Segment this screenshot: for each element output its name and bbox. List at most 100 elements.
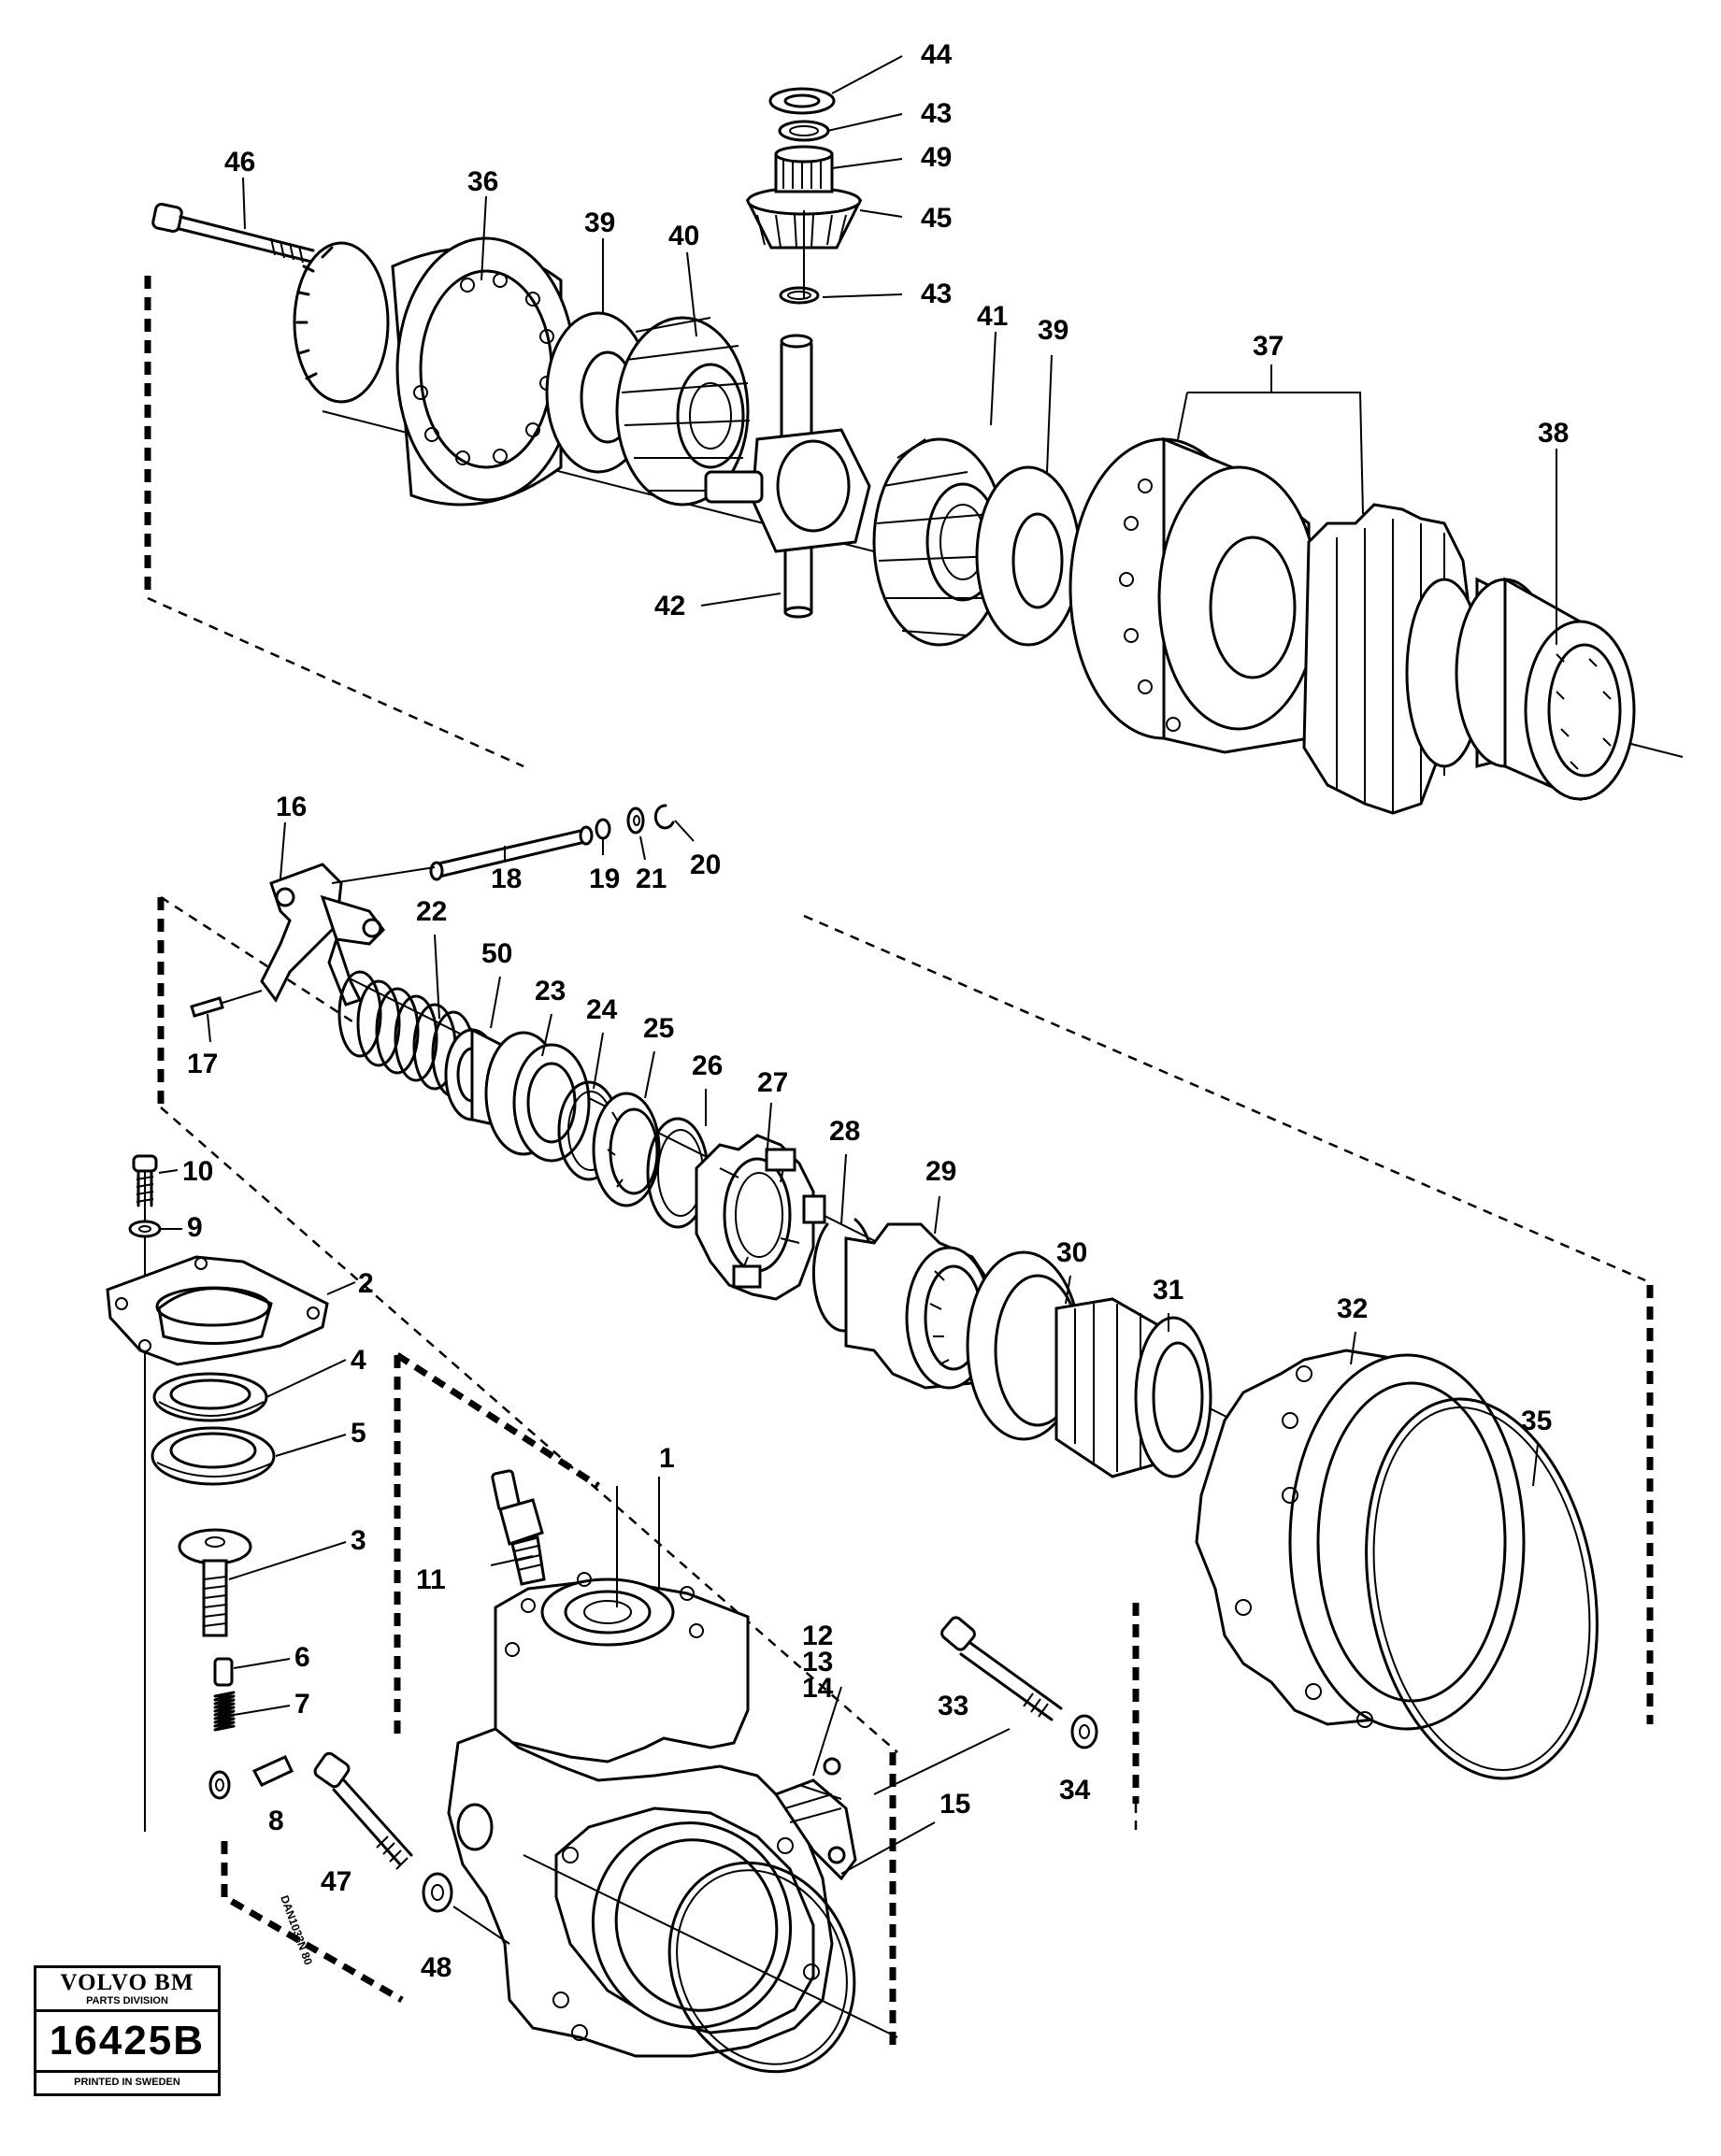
- diff-lock-assembly: [190, 804, 1599, 1780]
- housing-axis-line: [523, 1854, 898, 2038]
- badge-footer: PRINTED IN SWEDEN: [36, 2070, 218, 2092]
- part-27-dog-clutch: [695, 1134, 826, 1301]
- bolt-guide-line: [452, 1906, 510, 1945]
- middle-group-border-right-top: [803, 914, 1646, 1282]
- callout-43-lower: 43: [921, 278, 952, 309]
- callout-23: 23: [535, 976, 566, 1007]
- part-17-pin: [190, 996, 224, 1018]
- part-37-housing-with-gear: [1068, 436, 1516, 815]
- callout-21: 21: [636, 864, 667, 894]
- part-46-bolt: [151, 202, 315, 264]
- callout-31: 31: [1153, 1275, 1183, 1306]
- part-48-washer: [422, 1872, 453, 1913]
- callout-38: 38: [1538, 418, 1569, 449]
- part-3-valve-piston: [178, 1528, 252, 1637]
- callout-24: 24: [586, 994, 618, 1025]
- callout-44: 44: [921, 39, 953, 70]
- middle-group-border-top: [160, 895, 356, 1025]
- callout-1: 1: [659, 1443, 675, 1474]
- badge-division: PARTS DIVISION: [36, 1995, 218, 2012]
- part-40-side-gear: [615, 316, 751, 507]
- part-31-taper-roller-bearing: [1054, 1297, 1212, 1478]
- callout-11: 11: [416, 1564, 446, 1595]
- part-33-bolt: [940, 1616, 1063, 1721]
- part-38-taper-bearing: [1455, 577, 1636, 802]
- part-32-bearing-housing: [1195, 1349, 1526, 1731]
- callout-6: 6: [294, 1642, 310, 1673]
- badge-brand: VOLVO BM: [60, 1970, 194, 1995]
- callout-8: 8: [268, 1806, 284, 1836]
- group-borders: [144, 276, 1654, 2047]
- o-ring-guide-line: [873, 1728, 1011, 1795]
- callout-17: 17: [187, 1049, 218, 1079]
- part-12-13-14-plugs: [823, 1757, 841, 1776]
- badge-plate-number: 16425B: [49, 2018, 206, 2063]
- callout-25: 25: [643, 1013, 674, 1044]
- callout-14: 14: [802, 1673, 834, 1704]
- cover-and-valve-parts: [106, 1154, 329, 1832]
- callout-28: 28: [829, 1116, 860, 1147]
- part-23-collar: [484, 1031, 591, 1163]
- callout-48: 48: [421, 1952, 452, 1983]
- upper-group-border-diagonal: [147, 596, 524, 768]
- callout-42: 42: [654, 591, 685, 621]
- callout-47: 47: [321, 1866, 351, 1897]
- part-22-spring: [337, 970, 476, 1098]
- leader-lines: [158, 55, 1557, 1875]
- callout-20: 20: [690, 850, 721, 880]
- callout-19: 19: [589, 864, 620, 894]
- part-34-washer: [1070, 1714, 1098, 1749]
- part-35-o-ring: [1365, 1397, 1599, 1780]
- callout-10: 10: [182, 1156, 213, 1187]
- callout-3: 3: [351, 1525, 366, 1556]
- callout-33: 33: [938, 1691, 968, 1721]
- part-19-o-ring: [595, 818, 611, 840]
- part-1-main-housing: [447, 1572, 857, 2058]
- callout-26: 26: [692, 1050, 723, 1081]
- differential-assembly: [151, 87, 1684, 815]
- callout-15: 15: [939, 1789, 970, 1820]
- callout-49: 49: [921, 142, 952, 173]
- part-44-washer: [768, 87, 836, 115]
- callout-40: 40: [668, 221, 699, 251]
- callout-4: 4: [351, 1345, 366, 1376]
- part-6-spring-seat: [213, 1657, 234, 1687]
- callout-2: 2: [358, 1268, 374, 1299]
- callout-32: 32: [1337, 1293, 1368, 1324]
- callout-43-upper: 43: [921, 98, 952, 129]
- part-43-washer-upper: [778, 120, 830, 142]
- part-39-thrust-washer-right: [975, 465, 1082, 647]
- part-20-circlip: [653, 804, 675, 830]
- callout-34: 34: [1059, 1775, 1091, 1806]
- part-2-cover-plate: [106, 1255, 329, 1366]
- callout-35: 35: [1521, 1406, 1552, 1436]
- callout-12: 12: [802, 1621, 833, 1651]
- callout-22: 22: [416, 896, 447, 927]
- small-parts-border: [221, 1841, 404, 2004]
- middle-group-border-diagonal: [160, 1107, 898, 1753]
- part-43-washer-lower: [779, 286, 820, 305]
- part-10-screw: [132, 1154, 158, 1207]
- shaft-guide-line: [331, 866, 436, 884]
- callout-36: 36: [467, 166, 498, 197]
- part-8-pin: [251, 1755, 294, 1787]
- part-42-spider: [704, 334, 871, 619]
- part-11-sensor: [491, 1469, 546, 1586]
- part-47-bolt: [313, 1751, 413, 1870]
- callout-37: 37: [1253, 331, 1284, 362]
- callout-18: 18: [491, 864, 522, 894]
- part-21-washer: [626, 807, 645, 835]
- pin-guide-line: [222, 990, 263, 1004]
- callout-46: 46: [224, 147, 255, 178]
- part-16-shift-fork: [260, 863, 385, 1007]
- part-seat-ring: [208, 1770, 231, 1800]
- part-9-washer: [128, 1220, 162, 1238]
- callout-5: 5: [351, 1418, 366, 1449]
- callout-50: 50: [481, 938, 512, 969]
- part-5-seal-ring: [151, 1426, 276, 1486]
- callout-30: 30: [1056, 1237, 1087, 1268]
- callout-29: 29: [925, 1156, 956, 1187]
- callout-27: 27: [757, 1067, 788, 1098]
- callout-39-right: 39: [1038, 315, 1068, 346]
